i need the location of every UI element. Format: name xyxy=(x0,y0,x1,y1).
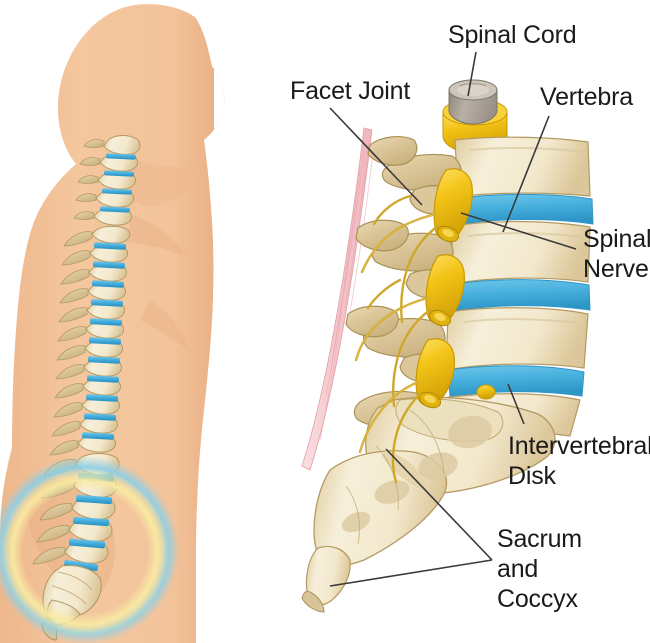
leader-spinal-cord xyxy=(467,51,477,97)
nerve-root-1 xyxy=(433,168,473,241)
label-vertebra: Vertebra xyxy=(540,83,633,111)
shoulder-shadow xyxy=(128,214,186,256)
label-sacrum-line3: Coccyx xyxy=(497,585,578,613)
disk-3 xyxy=(447,365,585,398)
leader-sacrum xyxy=(385,448,493,561)
ring-inner-yellow xyxy=(1,468,169,636)
disk-2 xyxy=(453,279,591,312)
coccyx-tip-right xyxy=(301,590,325,613)
label-sacrum-line1: Sacrum xyxy=(497,525,582,553)
label-spinal-nerve-line1: Spinal xyxy=(583,225,650,253)
leader-facet-joint xyxy=(329,107,423,206)
vertebra-3 xyxy=(345,305,589,383)
thoracic-vertebrae xyxy=(49,225,131,456)
leader-intervertebral-disk xyxy=(507,383,525,425)
nerve-root-2 xyxy=(425,254,465,325)
disk-1 xyxy=(461,193,594,225)
leader-coccyx xyxy=(329,559,493,587)
vertebra-1-spinous xyxy=(367,135,418,166)
label-intervertebral-disk-line2: Disk xyxy=(508,462,556,490)
cervical-vertebrae xyxy=(73,135,141,226)
vertebra-1-body xyxy=(454,136,591,198)
leader-spinal-nerve xyxy=(460,212,577,250)
label-sacrum-line2: and xyxy=(497,555,539,583)
chest-shadow xyxy=(140,300,188,350)
nerve-nub-sacrum xyxy=(476,384,496,400)
leader-lines xyxy=(329,51,577,587)
vertebra-2-body xyxy=(451,221,591,285)
face-profile-shading xyxy=(196,18,225,643)
vertebra-2-spinous xyxy=(355,219,409,252)
label-intervertebral-disk-line1: Intervertebral xyxy=(508,432,650,460)
leader-vertebra xyxy=(502,115,550,233)
vertebra-3-spinous xyxy=(345,305,399,338)
sacrum-coccyx-right xyxy=(301,396,556,613)
lumbar-highlight-ring xyxy=(0,456,179,643)
label-spinal-cord: Spinal Cord xyxy=(448,21,577,49)
label-spinal-nerve-line2: Nerve xyxy=(583,255,649,283)
vertebra-2 xyxy=(355,219,591,299)
coccyx xyxy=(305,545,351,606)
posterior-ligament xyxy=(301,127,375,471)
vertebra-3-body xyxy=(445,307,589,371)
label-facet-joint: Facet Joint xyxy=(290,77,411,105)
spinal-nerves xyxy=(354,168,496,484)
